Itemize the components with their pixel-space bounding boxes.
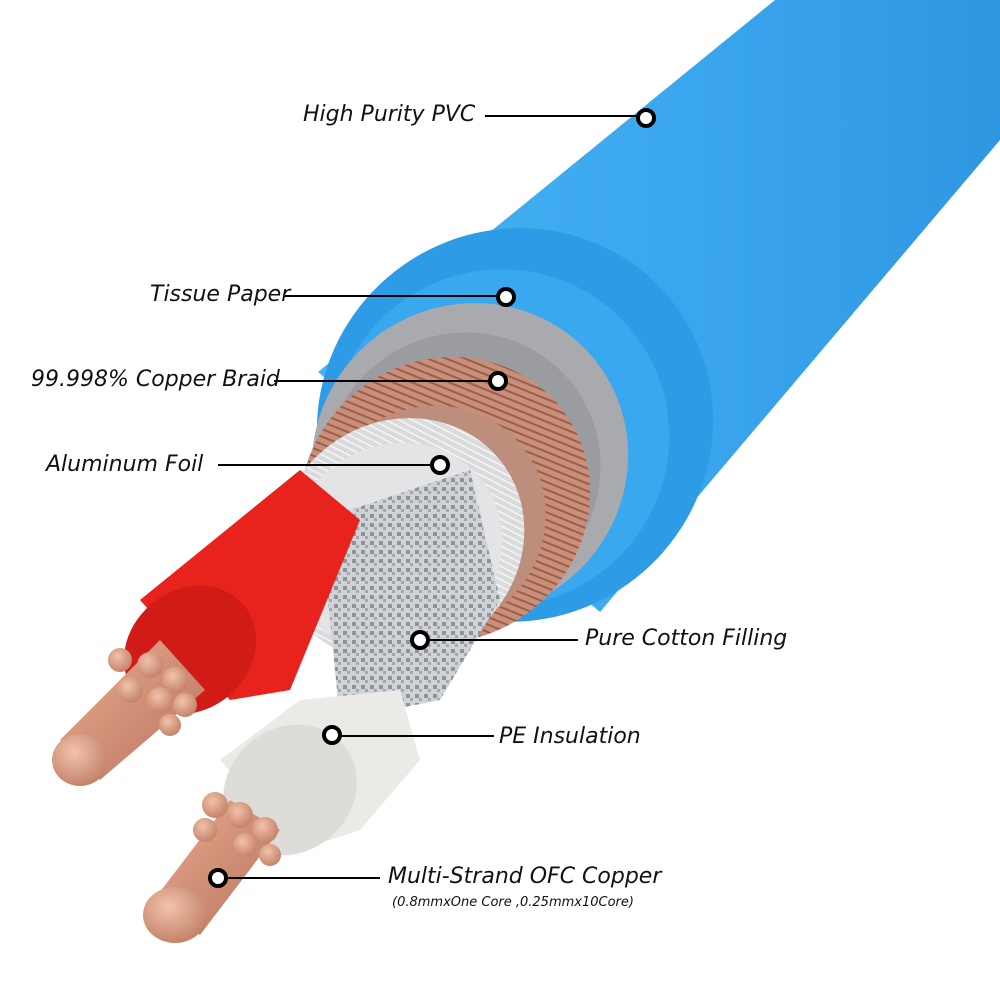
label-pvc: High Purity PVC — [303, 102, 476, 127]
label-pe-insulation: PE Insulation — [499, 724, 641, 749]
cotton-filling — [320, 470, 500, 720]
callout-pvc — [485, 108, 656, 128]
label-cotton-filling: Pure Cotton Filling — [585, 626, 788, 651]
label-ofc-copper: Multi-Strand OFC Copper — [388, 864, 662, 889]
label-copper-braid: 99.998% Copper Braid — [31, 367, 280, 392]
red-core-copper-strands — [52, 640, 205, 786]
callout-braid — [274, 371, 508, 391]
callout-pe — [322, 725, 494, 745]
label-ofc-copper-spec: (0.8mmxOne Core ,0.25mmx10Core) — [392, 895, 634, 910]
callout-tissue — [284, 287, 516, 307]
label-tissue-paper: Tissue Paper — [150, 282, 291, 307]
callout-cotton — [410, 630, 578, 650]
callout-copper — [208, 868, 380, 888]
callout-foil — [218, 455, 450, 475]
label-aluminum-foil: Aluminum Foil — [46, 452, 204, 477]
white-core-copper-strands — [143, 792, 281, 943]
